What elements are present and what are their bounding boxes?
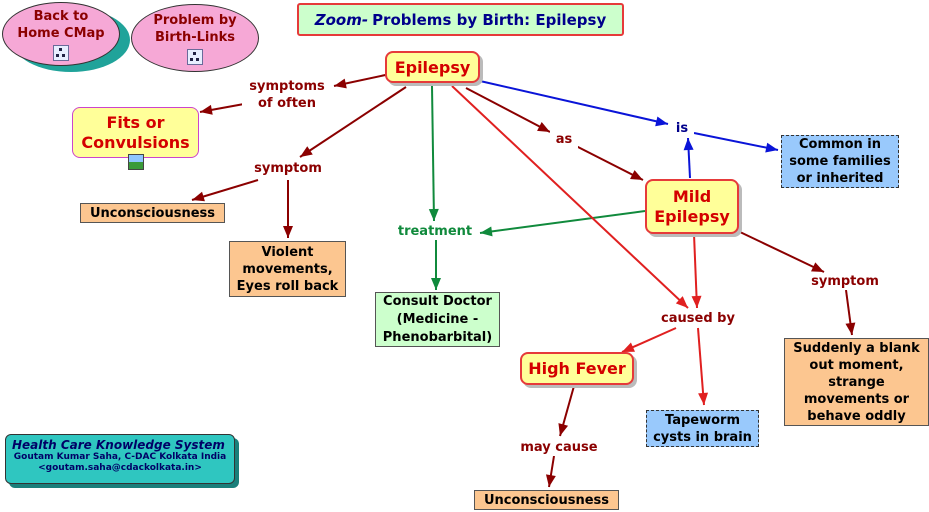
- link-label-is: is: [670, 120, 694, 137]
- link-label-symptom-right: symptom: [805, 273, 885, 290]
- node-unconsciousness-bottom-label: Unconsciousness: [483, 492, 610, 508]
- node-high-fever-label: High Fever: [528, 359, 626, 378]
- arrowhead: [283, 226, 293, 238]
- connector-line: [575, 145, 644, 181]
- arrowhead: [811, 262, 824, 272]
- image-icon[interactable]: [128, 154, 144, 170]
- arrowhead: [655, 116, 668, 127]
- node-suddenly-blank[interactable]: Suddenly a blank out moment, strange mov…: [784, 338, 929, 426]
- node-violent-movements[interactable]: Violent movements, Eyes roll back: [229, 241, 346, 297]
- node-tapeworm-label: Tapeworm cysts in brain: [653, 412, 752, 445]
- arrowhead: [630, 170, 643, 180]
- node-unconsciousness-bottom[interactable]: Unconsciousness: [474, 490, 619, 510]
- node-unconsciousness-left[interactable]: Unconsciousness: [80, 203, 225, 223]
- arrowhead: [334, 78, 347, 89]
- birth-links-label: Problem by Birth-Links: [153, 12, 237, 45]
- link-label-as: as: [550, 131, 578, 148]
- arrowhead: [558, 423, 569, 436]
- arrowhead: [675, 296, 688, 308]
- link-label-caused-by: caused by: [654, 310, 742, 327]
- link-label-symptom-left: symptom: [249, 160, 327, 177]
- link-label-symptoms-of-often: symptoms of often: [242, 78, 332, 112]
- connector-line: [299, 86, 407, 158]
- node-violent-label: Violent movements, Eyes roll back: [236, 244, 339, 294]
- credit-author: Goutam Kumar Saha, C-DAC Kolkata India: [13, 452, 227, 462]
- node-mild-epilepsy[interactable]: Mild Epilepsy: [645, 179, 739, 234]
- title-prefix: Zoom-: [314, 10, 369, 29]
- arrowhead: [765, 142, 778, 153]
- arrowhead: [537, 122, 550, 132]
- arrowhead: [683, 138, 694, 151]
- node-suddenly-label: Suddenly a blank out moment, strange mov…: [793, 340, 920, 424]
- arrowhead: [545, 474, 556, 487]
- page-title: Zoom- Problems by Birth: Epilepsy: [297, 3, 624, 36]
- connector-line: [697, 327, 705, 406]
- node-epilepsy-label: Epilepsy: [394, 57, 471, 77]
- node-common-label: Common in some families or inherited: [789, 137, 891, 186]
- arrowhead: [622, 342, 635, 352]
- credit-email: <goutam.saha@cdackolkata.in>: [38, 463, 202, 473]
- concept-map-icon[interactable]: [187, 48, 203, 65]
- connector-line: [465, 87, 551, 133]
- title-text: Problems by Birth: Epilepsy: [372, 10, 607, 29]
- arrowhead: [300, 146, 313, 157]
- node-unconsciousness-left-label: Unconsciousness: [89, 205, 216, 221]
- node-consult-doctor[interactable]: Consult Doctor (Medicine - Phenobarbital…: [375, 292, 500, 347]
- node-consult-label: Consult Doctor (Medicine - Phenobarbital…: [382, 293, 493, 345]
- node-fits-label: Fits or Convulsions: [81, 112, 190, 152]
- arrowhead: [200, 104, 213, 115]
- arrowhead: [691, 295, 702, 308]
- arrowhead: [698, 392, 709, 405]
- arrowhead: [428, 208, 439, 221]
- connector-line: [479, 210, 646, 234]
- concept-map-icon[interactable]: [53, 44, 69, 61]
- node-high-fever[interactable]: High Fever: [520, 352, 634, 385]
- node-mild-label: Mild Epilepsy: [654, 186, 730, 226]
- node-tapeworm[interactable]: Tapeworm cysts in brain: [646, 410, 759, 447]
- arrowhead: [192, 191, 205, 202]
- link-label-treatment: treatment: [393, 223, 477, 240]
- connector-line: [693, 132, 779, 151]
- arrowhead: [431, 278, 441, 290]
- arrowhead: [480, 226, 493, 237]
- credit-title: Health Care Knowledge System: [12, 438, 225, 452]
- node-fits-or-convulsions[interactable]: Fits or Convulsions: [72, 107, 199, 158]
- connector-line: [431, 85, 435, 222]
- node-common-in-families[interactable]: Common in some families or inherited: [781, 135, 899, 188]
- credit-box: Health Care Knowledge System Goutam Kuma…: [5, 434, 235, 484]
- back-to-home-button[interactable]: Back to Home CMap: [2, 2, 120, 66]
- arrowhead: [845, 322, 856, 335]
- connector-line: [451, 85, 689, 309]
- problem-by-birth-links-button[interactable]: Problem by Birth-Links: [131, 4, 259, 72]
- connector-line: [739, 231, 825, 273]
- back-to-home-label: Back to Home CMap: [17, 8, 105, 41]
- connector-line: [479, 80, 669, 125]
- link-label-may-cause: may cause: [514, 439, 604, 456]
- node-epilepsy[interactable]: Epilepsy: [385, 51, 480, 83]
- connector-line: [693, 233, 698, 309]
